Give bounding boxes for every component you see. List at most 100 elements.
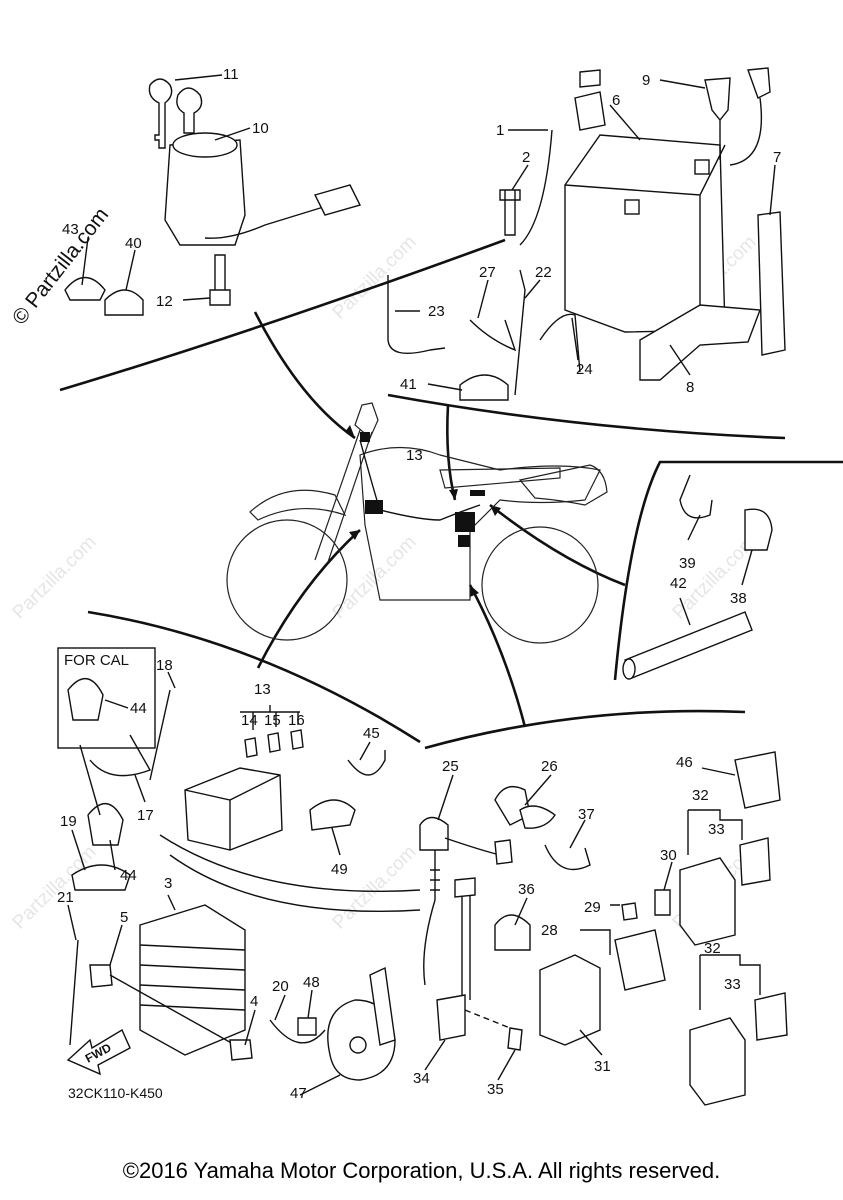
ignition-cylinder [172, 132, 238, 158]
part-number: 20 [272, 978, 289, 995]
cable-tie-icon [149, 689, 171, 781]
leader-line [514, 897, 528, 926]
terminal-cover-icon [747, 67, 771, 99]
flasher-relay-icon [734, 751, 781, 809]
part-number: 44 [120, 867, 137, 884]
leader-line [299, 1074, 341, 1096]
fuse-box-harness [159, 834, 421, 913]
arrow-head [470, 585, 479, 597]
arrow-ignition-to-bike [253, 311, 356, 440]
part-number: 13 [406, 447, 423, 464]
part-number: 27 [479, 264, 496, 281]
rear-wheel [481, 526, 599, 644]
ignition-connector-icon [313, 184, 362, 216]
relay-bracket [699, 954, 761, 1010]
sensor-icon [494, 914, 531, 951]
leader-line [669, 344, 691, 376]
cable-tie-icon [539, 313, 581, 373]
negative-lead [519, 129, 553, 246]
part-number: 31 [594, 1058, 611, 1075]
fuse-box-top [184, 774, 281, 850]
battery-bracket-icon [639, 304, 761, 381]
part-number: 39 [679, 555, 696, 572]
relay-cover-icon [739, 837, 771, 886]
watermark-repeat: Partzilla.com [329, 232, 421, 324]
leader-line [104, 699, 129, 709]
part-number: 38 [730, 590, 747, 607]
part-number: 25 [442, 758, 459, 775]
leader-line [437, 774, 454, 821]
leader-line [274, 994, 286, 1021]
clamp-icon [64, 276, 106, 301]
harness-block [470, 490, 485, 496]
part-number: 2 [522, 149, 530, 166]
watermark-repeat: Partzilla.com [329, 842, 421, 934]
part-number: 1 [496, 122, 504, 139]
bolt-icon [499, 189, 521, 236]
arrow-head [345, 425, 355, 438]
cable-tie-icon [387, 275, 446, 354]
leader-line [569, 819, 586, 849]
part-number: 22 [535, 264, 552, 281]
bottom-left-section-arc [87, 610, 421, 744]
relay-bracket [580, 904, 620, 955]
mount-axis [464, 1009, 516, 1031]
switch-icon [419, 816, 449, 851]
battery-group [387, 67, 786, 401]
leader-line [524, 279, 541, 299]
harness-block [458, 535, 470, 547]
leader-line [167, 671, 176, 689]
harness-block [360, 432, 370, 442]
part-number: 17 [137, 807, 154, 824]
part-number: 43 [62, 221, 79, 238]
leader-line [571, 317, 579, 361]
part-number: 28 [541, 922, 558, 939]
part-number: 30 [660, 847, 677, 864]
clamp-icon [744, 508, 773, 551]
bolt-axis [109, 974, 236, 1046]
leader-line [659, 79, 706, 89]
part-number: 26 [541, 758, 558, 775]
arrow-clamp-to-bike [489, 503, 626, 587]
leader-line [167, 894, 176, 911]
part-number: 33 [708, 821, 725, 838]
leader-line [71, 829, 86, 871]
clamp-icon [67, 678, 104, 721]
leader-line [701, 767, 736, 776]
leader-line [497, 1049, 516, 1081]
cable-tie-icon [347, 750, 386, 776]
starter-relay-icon [614, 929, 666, 991]
clamp-icon [309, 799, 356, 831]
fuse-icon [244, 737, 258, 758]
fuse-icon [290, 729, 304, 750]
clamp-icon [104, 289, 144, 316]
fuse-icon [621, 902, 638, 921]
cable-tie-icon [69, 939, 79, 1046]
frame-tank [359, 446, 601, 601]
leader-line [307, 989, 313, 1019]
part-number: 15 [264, 712, 281, 729]
relay-icon [689, 1017, 746, 1106]
leader-line [511, 164, 529, 191]
battery-terminal [694, 159, 710, 175]
leader-line [182, 297, 211, 301]
relay-cover-icon [754, 992, 788, 1041]
front-wheel [226, 519, 348, 641]
cable-tie-icon [679, 474, 713, 519]
fuse-rectifier-group [57, 647, 421, 1096]
bolt-icon [654, 889, 671, 916]
arrow-head [490, 505, 501, 516]
copyright-notice: ©2016 Yamaha Motor Corporation, U.S.A. A… [122, 1158, 721, 1183]
ignition-wire [204, 204, 331, 239]
part-number: 36 [518, 881, 535, 898]
clamp-hose-group [622, 474, 773, 680]
seat [439, 467, 561, 489]
relay-bracket [687, 809, 743, 855]
cable-tie-icon [514, 269, 526, 396]
part-number: 45 [363, 725, 380, 742]
leader-line [579, 1029, 603, 1056]
switch-rod [430, 850, 440, 900]
part-number: 37 [578, 806, 595, 823]
connector-icon [454, 877, 476, 898]
leader-line [524, 774, 552, 806]
